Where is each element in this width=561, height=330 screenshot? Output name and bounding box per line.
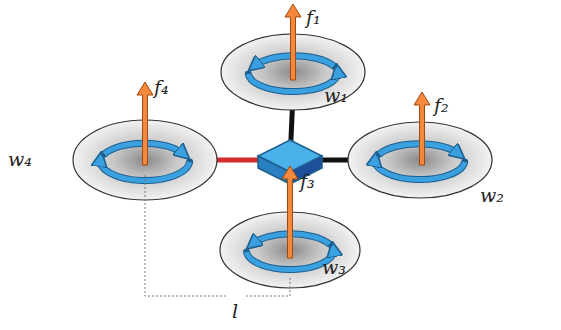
thrust-arrows [137,4,430,258]
speed-label: w₂ [480,186,504,205]
thrust-arrow [282,166,298,258]
force-label: f₄ [154,78,169,97]
force-label: f₂ [434,96,449,115]
force-label: f₃ [300,172,315,191]
rotor-discs [73,34,492,288]
force-label: f₁ [306,8,321,27]
speed-label: w₃ [322,258,346,277]
length-dimension [145,175,290,296]
speed-label: w₁ [324,86,348,105]
speed-label: w₄ [8,150,32,169]
length-label: l [232,302,238,321]
thrust-arrow [414,92,430,165]
thrust-arrow [285,4,301,80]
thrust-arrow [137,82,153,165]
